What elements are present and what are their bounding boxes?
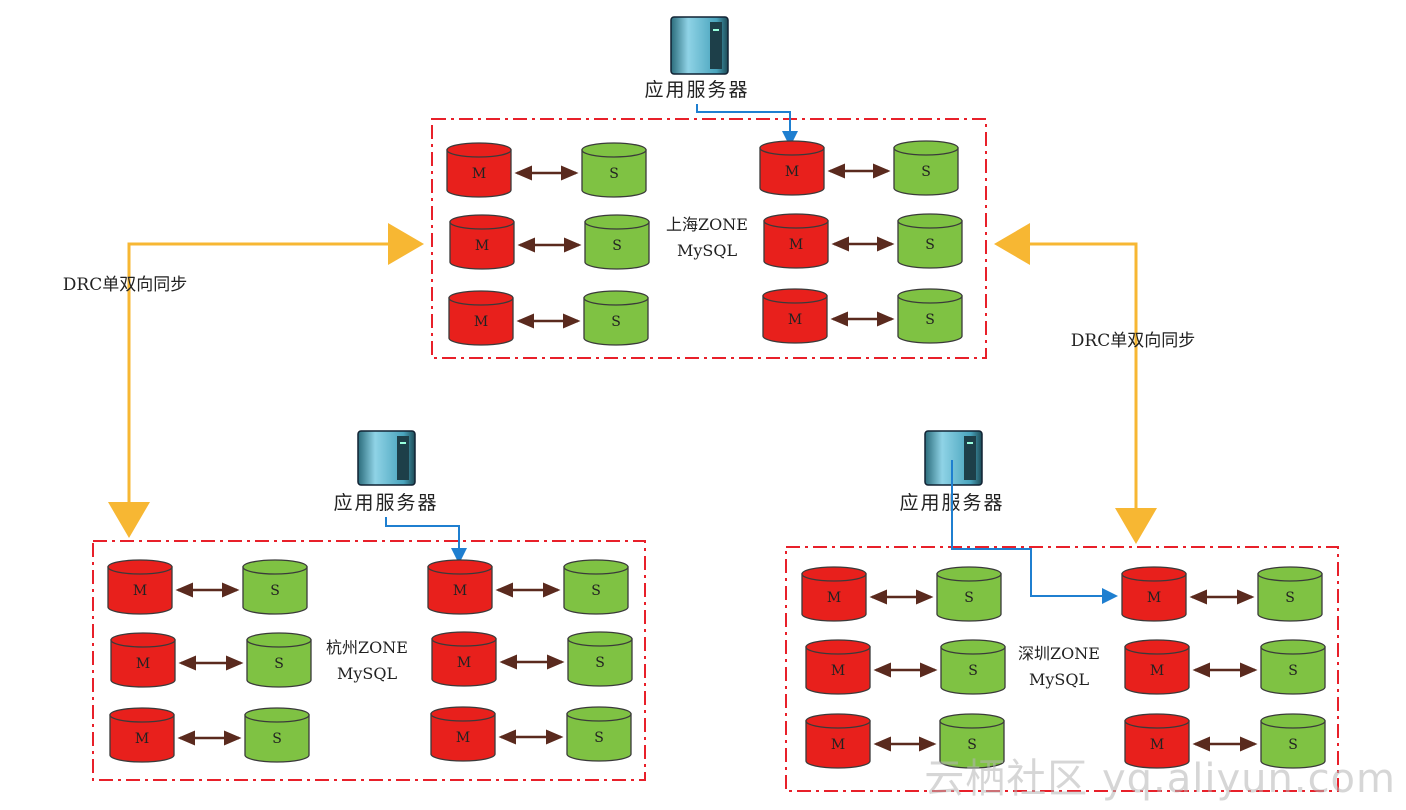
- slave-db: S: [567, 631, 633, 687]
- zone-hangzhou-db: MySQL: [337, 664, 398, 683]
- slave-db: S: [242, 559, 308, 615]
- zone-shenzhen-db: MySQL: [1029, 670, 1090, 689]
- slave-db-letter: S: [274, 656, 284, 672]
- slave-db-letter: S: [921, 164, 931, 180]
- zone-shanghai-name: 上海ZONE: [666, 215, 748, 234]
- master-db-letter: M: [456, 730, 470, 746]
- master-db-letter: M: [788, 312, 802, 328]
- master-db-letter: M: [135, 731, 149, 747]
- server-icon: [670, 16, 729, 75]
- slave-db-letter: S: [964, 590, 974, 606]
- slave-db-letter: S: [594, 730, 604, 746]
- master-db-letter: M: [789, 237, 803, 253]
- slave-db: S: [583, 290, 649, 346]
- slave-db: S: [581, 142, 647, 198]
- master-db-letter: M: [1150, 737, 1164, 753]
- zone-shanghai-db: MySQL: [677, 241, 738, 260]
- slave-db-letter: S: [595, 655, 605, 671]
- master-db: M: [110, 632, 176, 688]
- server-label: 应用服务器: [644, 79, 749, 101]
- master-db-letter: M: [472, 166, 486, 182]
- slave-db-letter: S: [968, 663, 978, 679]
- master-db: M: [446, 142, 512, 198]
- server-connector-shenzhen: [951, 460, 1118, 604]
- master-db-letter: M: [1147, 590, 1161, 606]
- slave-db-letter: S: [1288, 737, 1298, 753]
- master-db-letter: M: [831, 663, 845, 679]
- slave-db: S: [584, 214, 650, 270]
- master-db: M: [107, 559, 173, 615]
- zone-hangzhou-name: 杭州ZONE: [326, 638, 408, 657]
- database-layer: M S M S M S M S M S M S M S M S M S M S M S M S M S M S M S M S M S M S: [107, 140, 1326, 769]
- slave-db-letter: S: [925, 312, 935, 328]
- master-db-letter: M: [457, 655, 471, 671]
- master-db-letter: M: [474, 314, 488, 330]
- slave-db: S: [246, 632, 312, 688]
- master-db: M: [430, 706, 496, 762]
- app-server-shanghai: 应用服务器: [644, 16, 749, 101]
- slave-db-letter: S: [609, 166, 619, 182]
- slave-db: S: [563, 559, 629, 615]
- server-icon: [924, 430, 983, 486]
- slave-db-letter: S: [611, 314, 621, 330]
- master-db: M: [431, 631, 497, 687]
- drc-sync-label-left: DRC单双向同步: [63, 275, 187, 295]
- drc-sync-label-right: DRC单双向同步: [1071, 331, 1195, 351]
- slave-db: S: [897, 213, 963, 269]
- server-icon: [357, 430, 416, 486]
- drc-sync-left-arrow: [108, 223, 424, 538]
- master-db: M: [762, 288, 828, 344]
- watermark: 云栖社区 yq.aliyun.com: [924, 756, 1396, 802]
- master-db-letter: M: [453, 583, 467, 599]
- zone-shanghai-border: [431, 118, 987, 359]
- master-db: M: [1124, 639, 1190, 695]
- master-db: M: [449, 214, 515, 270]
- master-db: M: [805, 713, 871, 769]
- slave-db-letter: S: [272, 731, 282, 747]
- slave-db: S: [897, 288, 963, 344]
- slave-db-letter: S: [967, 737, 977, 753]
- slave-db: S: [936, 566, 1002, 622]
- slave-db-letter: S: [1285, 590, 1295, 606]
- master-db: M: [801, 566, 867, 622]
- slave-db-letter: S: [270, 583, 280, 599]
- slave-db: S: [1260, 713, 1326, 769]
- zone-shenzhen-name: 深圳ZONE: [1018, 644, 1100, 663]
- drc-sync-right-arrow: [994, 223, 1157, 544]
- slave-db: S: [893, 140, 959, 196]
- master-db: M: [1124, 713, 1190, 769]
- master-db: M: [427, 559, 493, 615]
- zone-hangzhou-border: [92, 540, 646, 781]
- master-db: M: [109, 707, 175, 763]
- slave-db-letter: S: [1288, 663, 1298, 679]
- slave-db: S: [566, 706, 632, 762]
- slave-db: S: [1260, 639, 1326, 695]
- master-db-letter: M: [1150, 663, 1164, 679]
- master-db: M: [805, 639, 871, 695]
- master-db-letter: M: [785, 164, 799, 180]
- master-db-letter: M: [827, 590, 841, 606]
- slave-db-letter: S: [925, 237, 935, 253]
- zone-shenzhen-border: [785, 546, 1339, 792]
- master-db: M: [763, 213, 829, 269]
- master-db: M: [1121, 566, 1187, 622]
- master-db-letter: M: [133, 583, 147, 599]
- master-db: M: [448, 290, 514, 346]
- server-label: 应用服务器: [333, 492, 438, 514]
- master-db-letter: M: [831, 737, 845, 753]
- slave-db: S: [939, 713, 1005, 769]
- app-server-hangzhou: 应用服务器: [333, 430, 438, 514]
- master-db-letter: M: [475, 238, 489, 254]
- slave-db-letter: S: [612, 238, 622, 254]
- slave-db: S: [940, 639, 1006, 695]
- slave-db-letter: S: [591, 583, 601, 599]
- server-connector-shanghai: [696, 104, 798, 147]
- master-db-letter: M: [136, 656, 150, 672]
- server-connector-hangzhou: [385, 517, 467, 564]
- master-db: M: [759, 140, 825, 196]
- slave-db: S: [1257, 566, 1323, 622]
- slave-db: S: [244, 707, 310, 763]
